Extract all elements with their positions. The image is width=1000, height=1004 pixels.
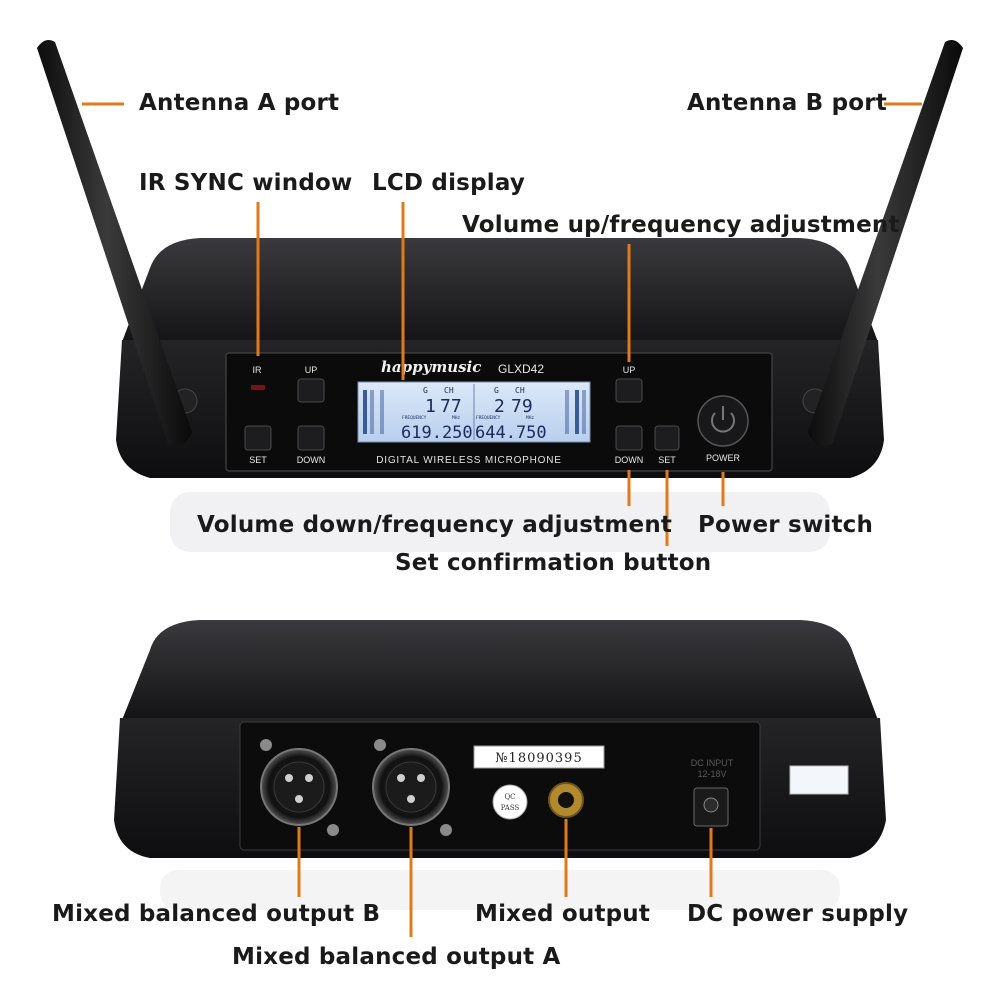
back-lid [122, 620, 878, 720]
screw-1 [260, 739, 272, 751]
lcd-a-mhz: MHz [452, 415, 460, 421]
qc-top: QC [504, 793, 515, 801]
front-lid [122, 238, 878, 342]
callout-output-b: Mixed balanced output B [52, 901, 381, 927]
side-sticker [789, 765, 849, 795]
model-name: GLXD42 [498, 362, 544, 376]
screw-3 [374, 739, 386, 751]
callout-leader-lines [82, 102, 922, 937]
serial-sticker [473, 745, 605, 769]
lcd-meters [363, 390, 586, 434]
down-right-label: DOWN [615, 455, 644, 465]
brand-logo: happymusic [381, 358, 481, 376]
screw-2 [327, 824, 339, 836]
callout-antenna-b: Antenna B port [687, 90, 887, 116]
mixed-output-jack-hole [558, 792, 574, 808]
lcd-a-frequency: 619.250 [401, 423, 473, 443]
ir-label: IR [253, 365, 263, 375]
dc-label-2: 12-18V [697, 769, 726, 779]
callout-volume-up: Volume up/frequency adjustment [462, 212, 900, 238]
xlr-output-b-insert [273, 761, 325, 813]
callout-ir-sync: IR SYNC window [139, 170, 353, 196]
callout-power-switch: Power switch [698, 512, 874, 538]
callout-lcd-display: LCD display [372, 170, 526, 196]
dc-power-jack-pin [703, 797, 719, 813]
lcd-a-group: 1 [425, 396, 436, 417]
down-left-button[interactable] [297, 425, 325, 451]
down-right-button[interactable] [615, 425, 643, 451]
callout-output-a: Mixed balanced output A [232, 944, 561, 970]
lcd-b-g: G [494, 386, 499, 395]
rear-panel [239, 721, 761, 851]
lcd-a-freq-label: FREQUENCY [402, 415, 427, 421]
lcd-a-g: G [423, 386, 428, 395]
up-right-button[interactable] [615, 378, 643, 403]
set-left-label: SET [249, 455, 267, 465]
xlr-output-a-insert [385, 761, 437, 813]
lcd-a-channel: 77 [440, 396, 462, 417]
xlr-output-a-pins [397, 774, 425, 803]
ir-sync-window [251, 385, 265, 390]
up-left-button[interactable] [297, 378, 325, 403]
lcd-b-channel: 79 [511, 396, 533, 417]
callout-mixed-output: Mixed output [475, 901, 651, 927]
power-label: POWER [706, 453, 741, 463]
qc-pass-sticker [492, 784, 528, 820]
set-left-button[interactable] [244, 425, 272, 451]
antenna-a [37, 40, 192, 446]
dc-label-1: DC INPUT [691, 758, 734, 768]
lcd-b-mhz: MHz [526, 415, 534, 421]
callout-set-confirm: Set confirmation button [395, 550, 712, 576]
lcd-a-ch: CH [444, 386, 454, 395]
serial-number: №18090395 [495, 751, 582, 766]
lcd-b-frequency: 644.750 [475, 423, 547, 443]
power-button[interactable] [697, 395, 749, 447]
back-reflection [160, 870, 840, 910]
down-left-label: DOWN [297, 455, 326, 465]
up-left-label: UP [305, 365, 318, 375]
lcd-b-ch: CH [515, 386, 525, 395]
antenna-b [808, 40, 963, 446]
lcd-b-freq-label: FREQUENCY [476, 415, 501, 421]
callout-volume-down: Volume down/frequency adjustment [197, 512, 673, 538]
callout-dc-supply: DC power supply [687, 901, 909, 927]
screw-4 [440, 824, 452, 836]
set-right-label: SET [658, 455, 676, 465]
front-unit: IR UP SET DOWN happymusic GLXD42 G CH 1 … [116, 238, 884, 552]
qc-bottom: PASS [501, 804, 520, 812]
xlr-output-b-pins [285, 774, 313, 803]
back-unit: №18090395 QC PASS DC INPUT 12-18V [114, 620, 886, 910]
table-reflection [170, 492, 830, 552]
up-right-label: UP [623, 365, 636, 375]
tagline: DIGITAL WIRELESS MICROPHONE [376, 455, 562, 466]
set-right-button[interactable] [654, 425, 680, 451]
callout-antenna-a: Antenna A port [139, 90, 340, 116]
lcd-b-group: 2 [494, 396, 505, 417]
power-icon [711, 406, 735, 433]
